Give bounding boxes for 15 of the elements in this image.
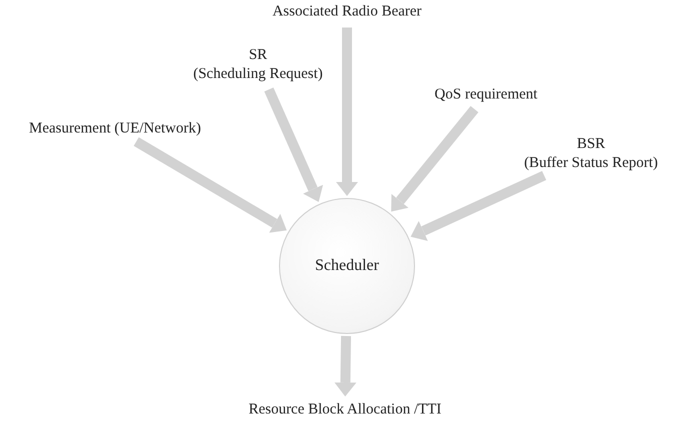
block-arrow xyxy=(334,336,356,396)
input-label: Measurement (UE/Network) xyxy=(28,120,202,138)
block-arrow xyxy=(134,137,287,233)
input-label: (Buffer Status Report) xyxy=(524,154,658,173)
input-label: Associated Radio Bearer xyxy=(272,2,422,22)
block-arrow xyxy=(264,87,324,202)
input-label: (Scheduling Request) xyxy=(193,65,323,84)
node-label: Scheduler xyxy=(315,257,379,275)
input-label: BSR xyxy=(576,135,606,154)
block-arrow xyxy=(410,170,546,241)
input-label: Resource Block Allocation /TTI xyxy=(248,400,442,420)
block-arrow xyxy=(336,28,358,196)
input-label: SR xyxy=(248,46,268,65)
block-arrow xyxy=(391,106,478,212)
input-label: QoS requirement xyxy=(434,86,538,104)
